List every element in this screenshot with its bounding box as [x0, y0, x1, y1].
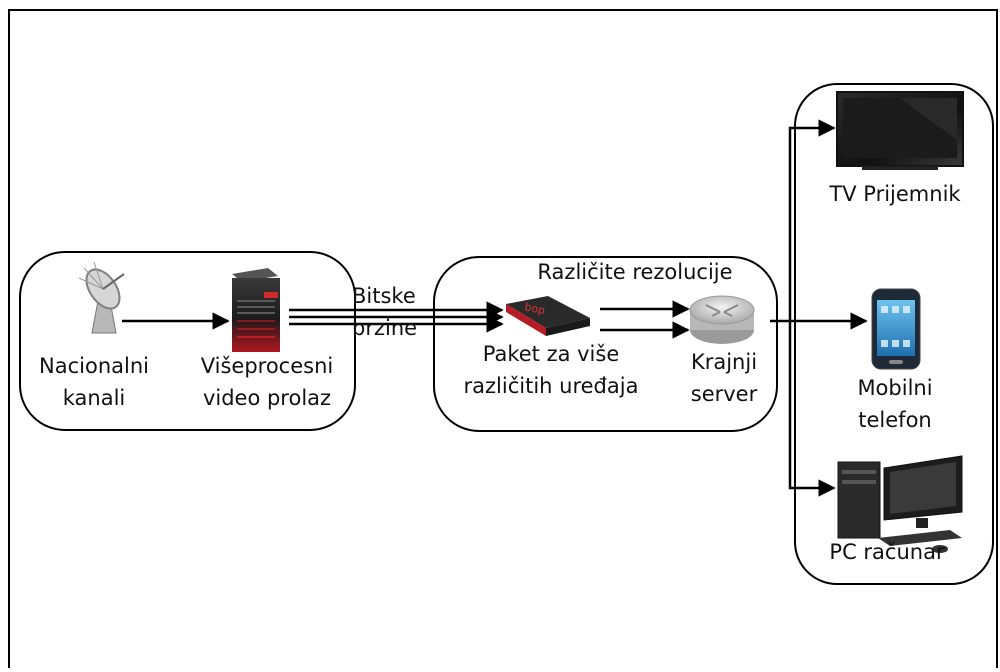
- router-icon: [689, 295, 755, 344]
- pc-icon: [837, 455, 963, 553]
- satellite-label: Nacionalni kanali: [39, 354, 149, 410]
- satellite-dish-icon: [78, 261, 125, 334]
- resolutions-label: Različite rezolucije: [537, 260, 733, 284]
- gateway-label: Višeprocesni video prolaz: [200, 354, 334, 410]
- edge-server-label: Krajnji server: [690, 350, 758, 406]
- source-group-box: [19, 251, 356, 431]
- devices-group-box: [794, 83, 994, 585]
- pc-label: PC računar: [829, 540, 945, 564]
- connectors: [122, 119, 868, 497]
- svg-text:bop: bop: [523, 300, 546, 317]
- tv-icon: [836, 91, 964, 170]
- packager-device-icon: bop: [506, 296, 590, 336]
- packager-label: Paket za više različitih uređaja: [463, 342, 639, 398]
- bitrate-label: Bitske brzine: [352, 284, 418, 340]
- outer-frame: [8, 9, 998, 672]
- middle-group-box: [433, 256, 778, 432]
- mobile-phone-icon: [871, 288, 921, 370]
- mobile-label: Mobilni telefon: [857, 376, 933, 432]
- server-tower-icon: [232, 268, 280, 352]
- tv-label: TV Prijemnik: [829, 182, 961, 206]
